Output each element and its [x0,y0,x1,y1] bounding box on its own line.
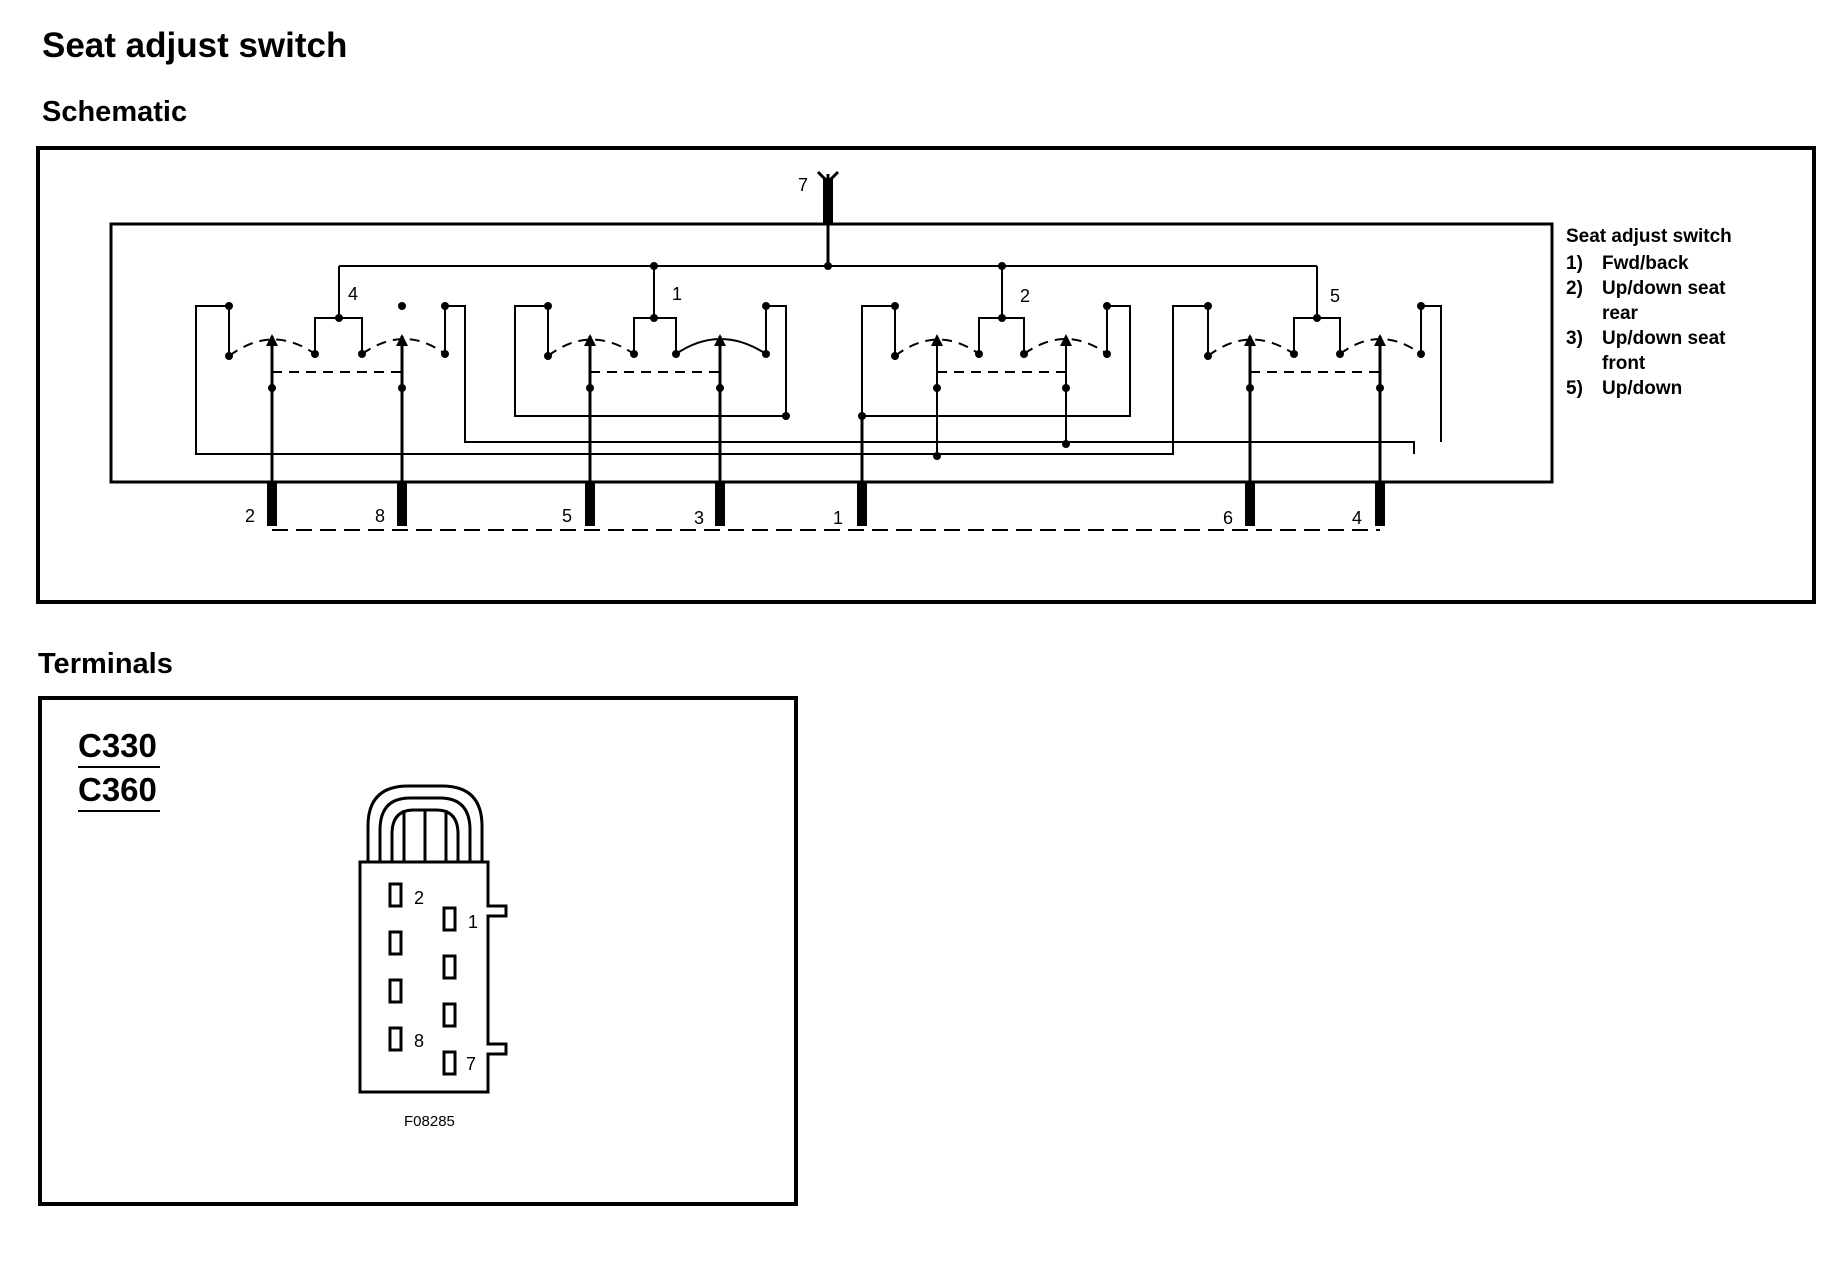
schematic-panel [36,146,1816,604]
switch-unit-1-nodes [225,302,449,392]
connector-latch-icon [366,784,484,862]
switch-label-4: 5 [1330,286,1340,306]
cavity-label-7: 7 [466,1054,476,1074]
legend-item-text: Up/down seat rear [1602,278,1726,324]
legend-item-number: 1) [1566,253,1583,274]
switch-unit-3-nodes [858,302,1111,460]
pin-label-5: 5 [562,506,572,526]
connector-label-c330: C330 [78,726,160,768]
legend-item-text: Up/down [1602,378,1683,399]
legend-item-text: Up/down seat front [1602,328,1726,374]
pin-label-8: 8 [375,506,385,526]
switch-unit-2-nodes [544,302,790,420]
pin-label-3: 3 [694,508,704,528]
supply-terminal [823,178,833,224]
pin-label-4: 4 [1352,508,1362,528]
page-title: Seat adjust switch [42,26,348,65]
connector-housing [358,860,508,1094]
supply-pin-label: 7 [798,175,808,195]
cavity-label-1: 1 [468,912,478,932]
pin-label-6: 6 [1223,508,1233,528]
cavity-label-2: 2 [414,888,424,908]
connector-label-c360: C360 [78,770,160,812]
legend-item: 3) Up/down seat front [1566,326,1752,376]
legend-item-text: Fwd/back [1602,253,1689,274]
legend-title: Seat adjust switch [1566,226,1732,247]
legend-item-number: 2) [1566,278,1583,299]
supply-fork-icon [816,170,840,185]
output-terminals [267,482,1385,526]
cavity-label-8: 8 [414,1031,424,1051]
switch-unit-4-nodes [1204,302,1425,392]
legend-item: 2) Up/down seat rear [1566,276,1752,326]
legend-item: 5) Up/down [1566,376,1752,401]
pin-cavities [388,882,457,1076]
terminals-panel [38,696,798,1206]
pin-label-2: 2 [245,506,255,526]
terminals-heading: Terminals [38,648,173,680]
figure-code: F08285 [404,1113,455,1130]
switch-label-2: 1 [672,284,682,304]
switch-unit-1 [195,305,1415,526]
switch-label-3: 2 [1020,286,1030,306]
pin-label-1: 1 [833,508,843,528]
schematic-legend: Seat adjust switch 1) Fwd/back 2) Up/dow… [1566,224,1752,401]
legend-item-number: 3) [1566,328,1583,349]
schematic-heading: Schematic [42,96,188,128]
legend-item: 1) Fwd/back [1566,251,1752,276]
switch-label-1: 4 [348,284,358,304]
legend-item-number: 5) [1566,378,1583,399]
